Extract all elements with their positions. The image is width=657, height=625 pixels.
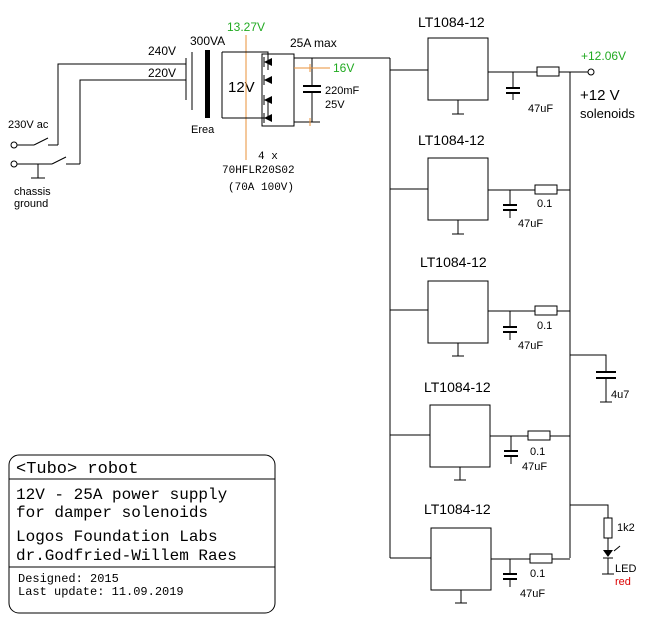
regulator-2-cap: 47uF — [518, 218, 543, 230]
diode-3 — [263, 95, 272, 105]
output-voltage-label: +12 V — [580, 87, 620, 104]
regulator-3-shunt-label: 0.1 — [537, 320, 552, 332]
regulator-3-cap: 47uF — [518, 340, 543, 352]
transformer-rating: 300VA — [190, 34, 225, 48]
reservoir-capacitor: 220mF 25V 16V — [294, 57, 390, 126]
regulator-4-shunt — [527, 430, 551, 441]
status-led: 1k2 LED red — [570, 504, 636, 588]
regulator-2-label: LT1084-12 — [418, 132, 485, 148]
rectifier-current-label: 25A max — [290, 36, 337, 50]
rectifier-spec: (70A 100V) — [228, 182, 294, 194]
bridge-rectifier: 25A max 4 x 70HFLR20S02 (70A 100V) — [222, 36, 337, 194]
author: dr.Godfried-Willem Raes — [16, 547, 237, 565]
chassis-label: chassis — [14, 186, 51, 198]
output-load-label: solenoids — [580, 106, 635, 121]
led-label: LED — [615, 563, 636, 575]
mains-terminal-1 — [10, 141, 18, 149]
led-color-label: red — [615, 576, 631, 588]
bulk-cap-value: 4u7 — [611, 389, 629, 401]
mains-input: 230V ac chassis ground — [8, 58, 187, 210]
regulator-1: LT1084-12 47uF — [418, 14, 570, 115]
regulator-1-label: LT1084-12 — [418, 14, 485, 30]
transformer-core — [205, 50, 210, 118]
description-line-1: 12V - 25A power supply — [16, 486, 228, 504]
tap-220-label: 220V — [148, 66, 176, 80]
transformer-brand: Erea — [191, 124, 215, 136]
regulator-5-label: LT1084-12 — [424, 501, 491, 517]
regulator-5-cap: 47uF — [520, 588, 545, 600]
mains-switch-1 — [33, 137, 49, 146]
regulator-3-shunt — [534, 305, 558, 316]
regulator-1-cap: 47uF — [528, 103, 553, 115]
mains-switch-2 — [51, 156, 67, 165]
diode-4 — [263, 113, 272, 123]
reservoir-cap-voltage: 25V — [325, 99, 345, 111]
transformer-secondary-label: 12V — [228, 79, 255, 96]
regulator-4-shunt-label: 0.1 — [530, 446, 545, 458]
regulator-3: LT1084-12 47uF 0.1 — [390, 254, 570, 357]
organization: Logos Foundation Labs — [16, 528, 218, 546]
description-line-2: for damper solenoids — [16, 504, 208, 522]
transformer: 240V 220V 300VA 12V Erea 13.27V — [148, 20, 265, 160]
output-measurement: +12.06V — [581, 49, 626, 63]
ac-measurement: 13.27V — [227, 20, 265, 34]
reservoir-cap-value: 220mF — [325, 85, 360, 97]
regulator-5-shunt — [529, 553, 553, 564]
rectifier-part: 70HFLR20S02 — [222, 165, 295, 177]
regulator-2: LT1084-12 47uF 0.1 — [390, 132, 570, 235]
dc-measurement: 16V — [333, 61, 354, 75]
regulator-2-shunt-label: 0.1 — [537, 198, 552, 210]
mains-voltage-label: 230V ac — [8, 119, 49, 131]
regulator-1-shunt — [536, 66, 560, 77]
regulator-2-shunt — [534, 184, 558, 195]
regulator-5: LT1084-12 47uF 0.1 — [390, 501, 570, 604]
regulator-3-label: LT1084-12 — [420, 254, 487, 270]
rectifier-count: 4 x — [258, 151, 278, 163]
diode-2 — [263, 75, 272, 85]
led-resistor — [603, 517, 613, 539]
dc-bus — [389, 58, 428, 71]
bulk-capacitor: 4u7 — [570, 354, 629, 403]
regulator-5-shunt-label: 0.1 — [530, 568, 545, 580]
project-title: <Tubo> robot — [16, 460, 138, 479]
last-update: Last update: 11.09.2019 — [18, 585, 184, 599]
output-terminal: +12.06V +12 V solenoids — [570, 49, 635, 121]
designed-date: Designed: 2015 — [18, 572, 119, 586]
mains-terminal-2 — [10, 160, 18, 168]
regulator-4: LT1084-12 47uF 0.1 — [390, 379, 570, 481]
output-terminal-circle — [587, 68, 595, 76]
diode-1 — [263, 57, 272, 67]
led-icon — [603, 550, 613, 557]
regulator-4-cap: 47uF — [522, 461, 547, 473]
title-block: <Tubo> robot 12V - 25A power supply for … — [8, 454, 276, 614]
tap-240-label: 240V — [148, 44, 176, 58]
ground-label: ground — [14, 198, 48, 210]
regulator-4-label: LT1084-12 — [424, 379, 491, 395]
led-resistor-value: 1k2 — [617, 522, 635, 534]
